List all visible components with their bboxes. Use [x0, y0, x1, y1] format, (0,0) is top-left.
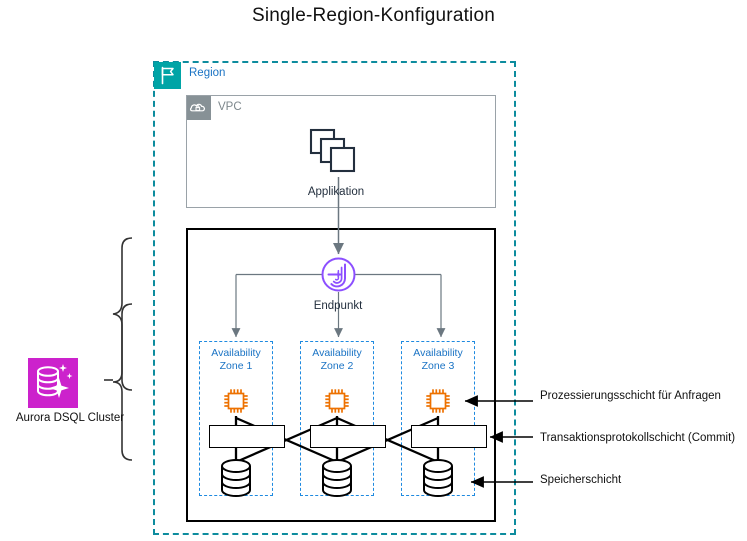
application-label: Applikation — [307, 186, 365, 198]
region-flag-icon — [154, 62, 181, 89]
aurora-cluster-label: Aurora DSQL Cluster — [15, 412, 125, 424]
callout-label-compute-layer: Prozessierungsschicht für Anfragen — [540, 390, 721, 402]
vpc-label: VPC — [218, 101, 242, 113]
availability-zone-2-label: Availability Zone 2 — [300, 347, 374, 373]
az-label-line1: Availability — [413, 347, 463, 359]
az-label-line2: Zone 1 — [219, 360, 253, 372]
az-label-line2: Zone 3 — [421, 360, 455, 372]
database-cylinder-icon — [219, 459, 253, 497]
region-container — [153, 61, 516, 535]
vpc-cloud-lock-icon — [187, 96, 211, 120]
region-label: Region — [189, 67, 226, 79]
cpu-chip-icon — [221, 386, 251, 416]
aurora-dsql-database-sparkle-icon — [28, 358, 78, 408]
availability-zone-3-label: Availability Zone 3 — [401, 347, 475, 373]
az-label-line1: Availability — [211, 347, 261, 359]
commit-layer-block — [310, 425, 386, 448]
endpoint-shield-arrow-icon — [321, 257, 356, 292]
cpu-chip-icon — [423, 386, 453, 416]
commit-layer-block — [209, 425, 285, 448]
database-cylinder-icon — [421, 459, 455, 497]
page-title: Single-Region-Konfiguration — [251, 5, 496, 26]
cpu-chip-icon — [322, 386, 352, 416]
callout-label-commit-layer: Transaktionsprotokollschicht (Commit) — [540, 432, 736, 444]
callout-label-storage-layer: Speicherschicht — [540, 474, 622, 486]
commit-layer-block — [411, 425, 487, 448]
application-stacked-squares-icon — [306, 127, 364, 177]
endpoint-label: Endpunkt — [313, 300, 363, 312]
availability-zone-1-label: Availability Zone 1 — [199, 347, 273, 373]
az-label-line1: Availability — [312, 347, 362, 359]
vpc-container — [186, 95, 496, 208]
az-label-line2: Zone 2 — [320, 360, 354, 372]
database-cylinder-icon — [320, 459, 354, 497]
